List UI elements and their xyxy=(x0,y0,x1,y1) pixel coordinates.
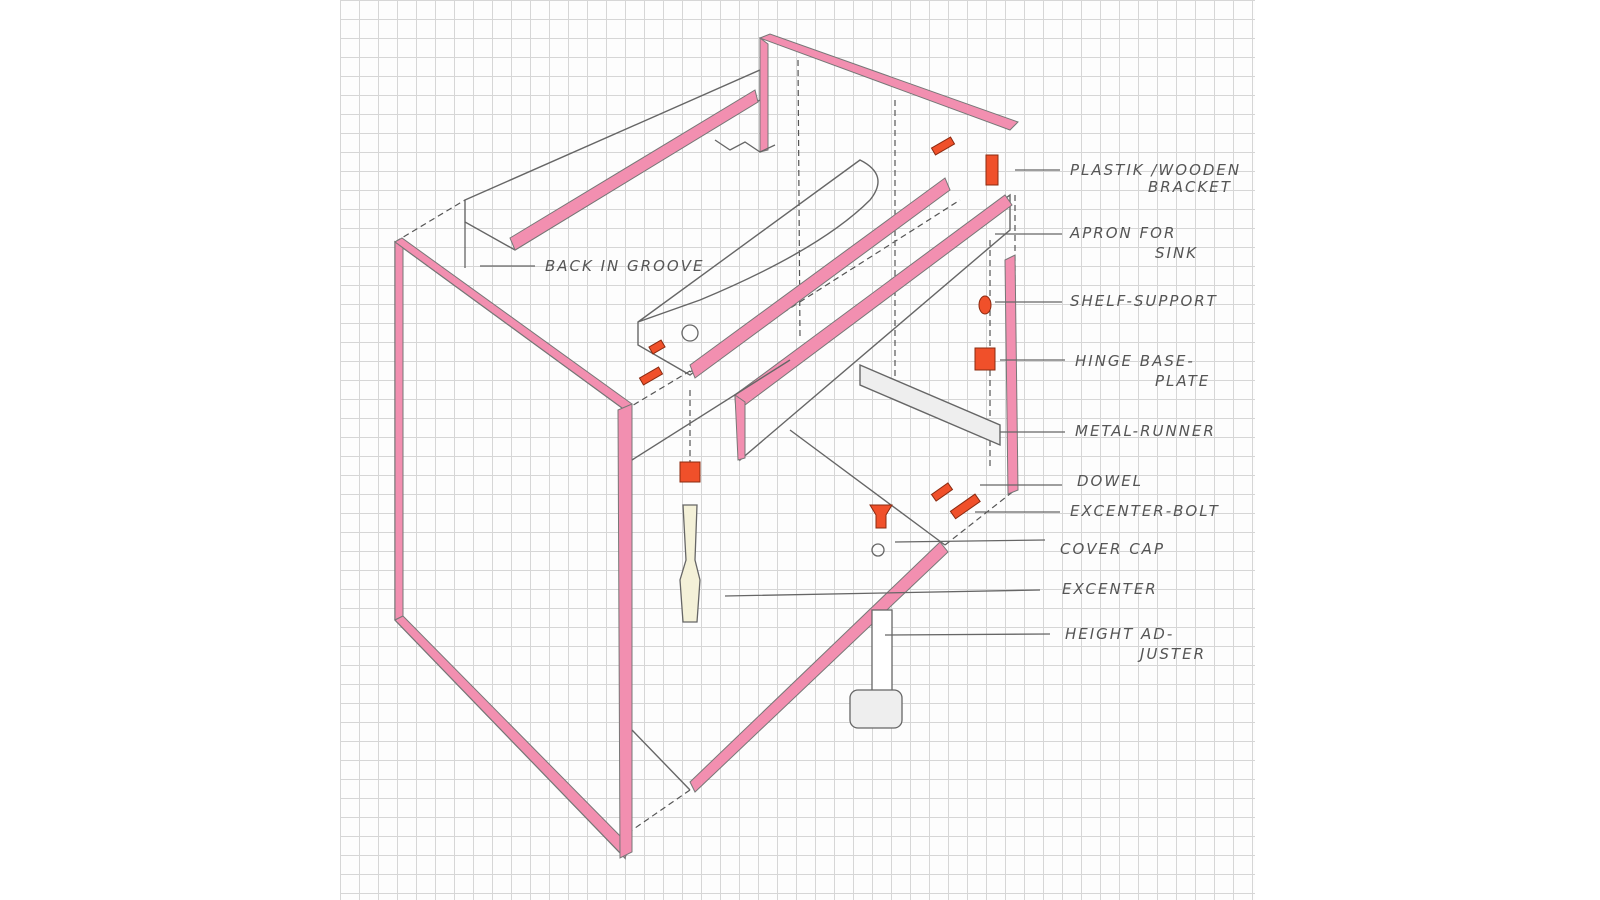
label-height-adjuster-2: JUSTER xyxy=(1137,645,1206,663)
label-hinge-2: PLATE xyxy=(1155,372,1210,390)
label-bracket-2: BRACKET xyxy=(1148,178,1232,196)
label-back-in-groove: BACK IN GROOVE xyxy=(545,257,704,275)
back-panel xyxy=(714,33,1019,495)
metal-runner-part xyxy=(859,363,1001,447)
sink-stretcher xyxy=(637,159,951,379)
label-hinge: HINGE BASE- xyxy=(1075,352,1195,370)
sink-apron xyxy=(734,193,1013,462)
left-side-panel xyxy=(394,237,633,860)
grid-paper xyxy=(340,0,1255,900)
label-shelf-support: SHELF-SUPPORT xyxy=(1070,292,1218,310)
height-adjuster-leg xyxy=(849,609,903,729)
label-metal-runner: METAL-RUNNER xyxy=(1075,422,1216,440)
label-height-adjuster: HEIGHT AD- xyxy=(1065,625,1174,643)
label-apron: APRON FOR xyxy=(1069,224,1176,242)
callout-labels: PLASTIK /WOODEN BRACKET APRON FOR SINK S… xyxy=(545,161,1241,663)
label-excenter-bolt: EXCENTER-BOLT xyxy=(1070,502,1220,520)
label-excenter: EXCENTER xyxy=(1062,580,1158,598)
label-cover-cap: COVER CAP xyxy=(1060,540,1165,558)
bottom-panel xyxy=(631,359,949,793)
leader-lines xyxy=(480,169,1065,636)
label-dowel: DOWEL xyxy=(1077,472,1143,490)
back-top-rail xyxy=(464,68,761,268)
hardware-parts xyxy=(638,136,999,623)
label-bracket: PLASTIK /WOODEN xyxy=(1070,161,1241,179)
label-apron-2: SINK xyxy=(1155,244,1198,262)
